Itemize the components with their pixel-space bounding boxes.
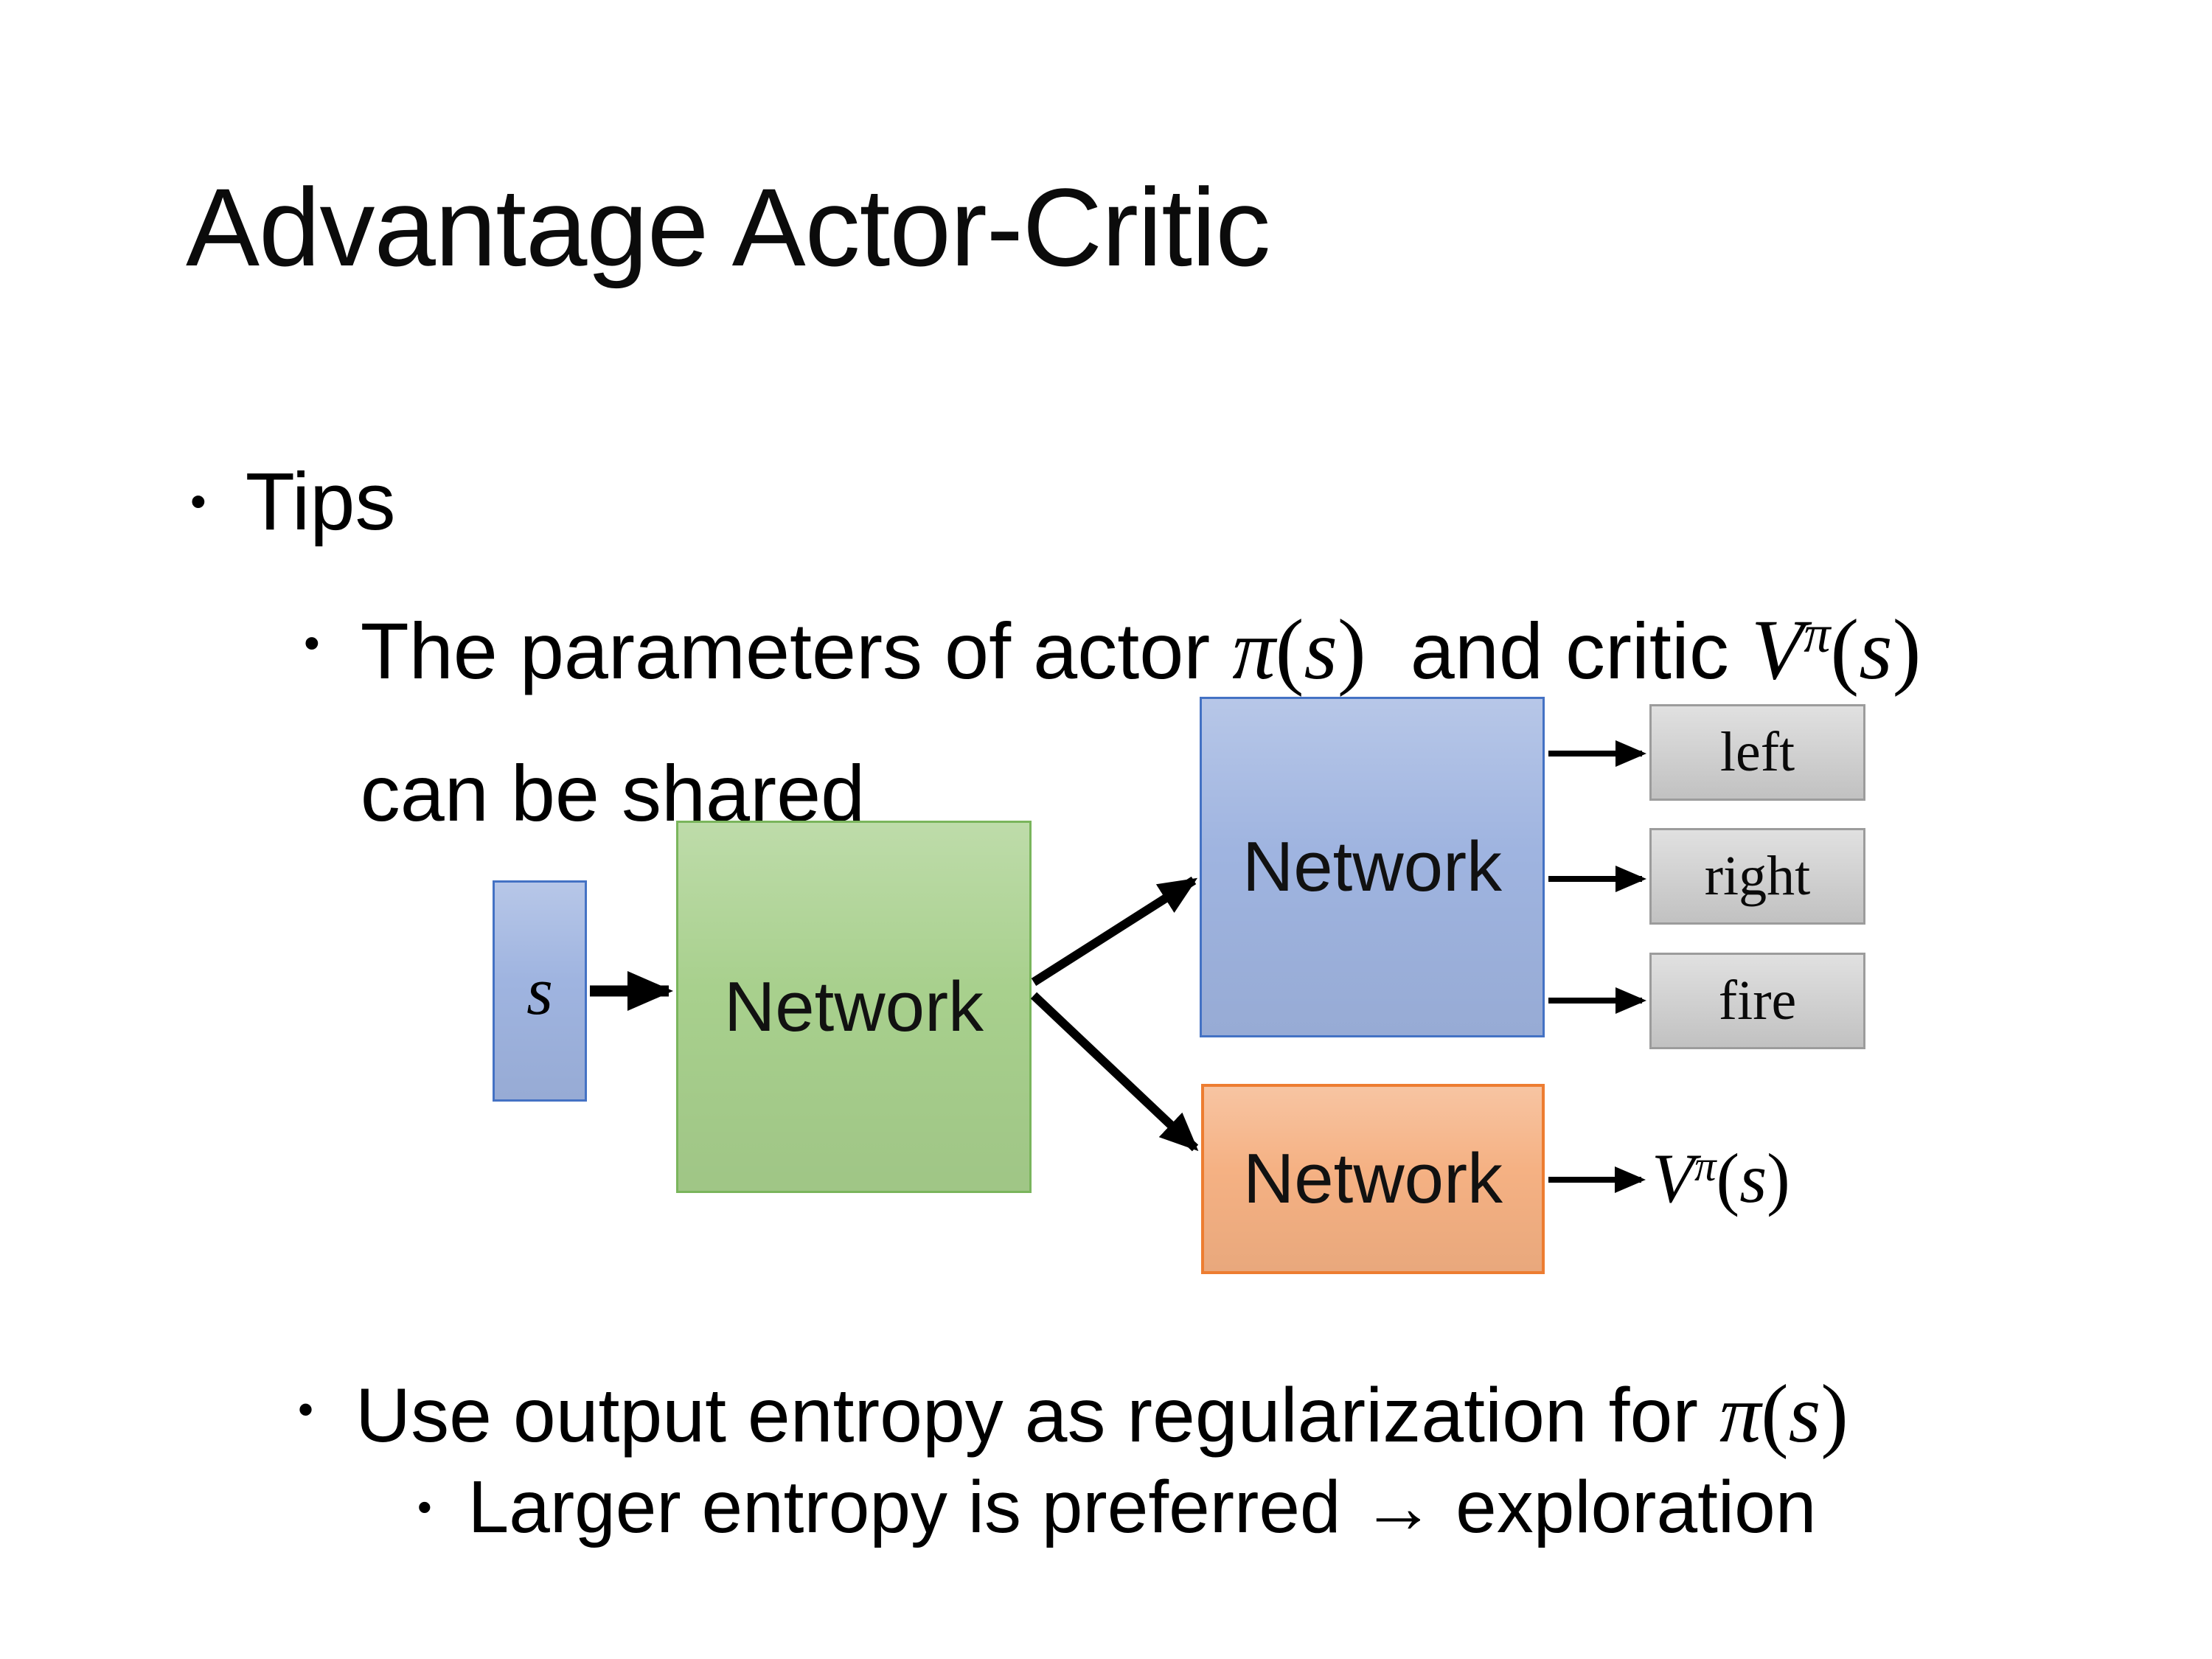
action-label-fire: fire	[1718, 970, 1797, 1032]
bullet-shared-params: • The parameters of actor π(s) and criti…	[304, 575, 1921, 861]
superscript-pi: π	[1694, 1141, 1717, 1190]
arrow-shared-to-actor	[1031, 876, 1198, 987]
bullet-entropy-text: Use output entropy as regularization for…	[355, 1363, 1848, 1464]
state-input-box: s	[493, 880, 587, 1102]
actor-network-label: Network	[1242, 827, 1503, 906]
bullet-shared-params-text: The parameters of actor π(s) and critic …	[361, 575, 1921, 861]
math-pi-s: π(s)	[1719, 1368, 1848, 1460]
actor-network-box: Network	[1200, 697, 1545, 1037]
math-pi-s: π(s)	[1232, 602, 1366, 698]
entropy-text-pre: Use output entropy as regularization for	[355, 1373, 1719, 1458]
bullet-dot: •	[190, 476, 206, 527]
bullet-dot: •	[417, 1484, 432, 1530]
critic-network-box: Network	[1201, 1084, 1545, 1274]
action-label-left: left	[1719, 721, 1795, 783]
math-v-pi-s: Vπ(s)	[1750, 602, 1921, 698]
bullet-dot: •	[304, 618, 320, 669]
param-text-mid: and critic	[1366, 606, 1751, 695]
bullet-dot: •	[298, 1385, 314, 1434]
bullet-tips: • Tips	[190, 453, 395, 551]
action-box-fire: fire	[1649, 953, 1865, 1049]
action-box-right: right	[1649, 828, 1865, 925]
shared-network-box: Network	[676, 821, 1032, 1193]
critic-value-output: Vπ(s)	[1652, 1138, 1790, 1217]
action-box-left: left	[1649, 704, 1865, 801]
param-text-pre: The parameters of actor	[360, 606, 1233, 695]
slide-title: Advantage Actor-Critic	[186, 165, 1270, 289]
bullet-exploration: • Larger entropy is preferred → explorat…	[417, 1463, 1816, 1551]
state-input-label: s	[526, 953, 553, 1029]
bullet-tips-label: Tips	[245, 456, 396, 547]
shared-network-label: Network	[723, 967, 984, 1046]
arrow-shared-to-critic	[1030, 992, 1199, 1152]
superscript-pi: π	[1804, 604, 1831, 664]
action-label-right: right	[1704, 845, 1811, 907]
critic-network-label: Network	[1242, 1139, 1503, 1218]
bullet-exploration-text: Larger entropy is preferred → exploratio…	[467, 1466, 1817, 1548]
bullet-entropy: • Use output entropy as regularization f…	[298, 1363, 1848, 1464]
